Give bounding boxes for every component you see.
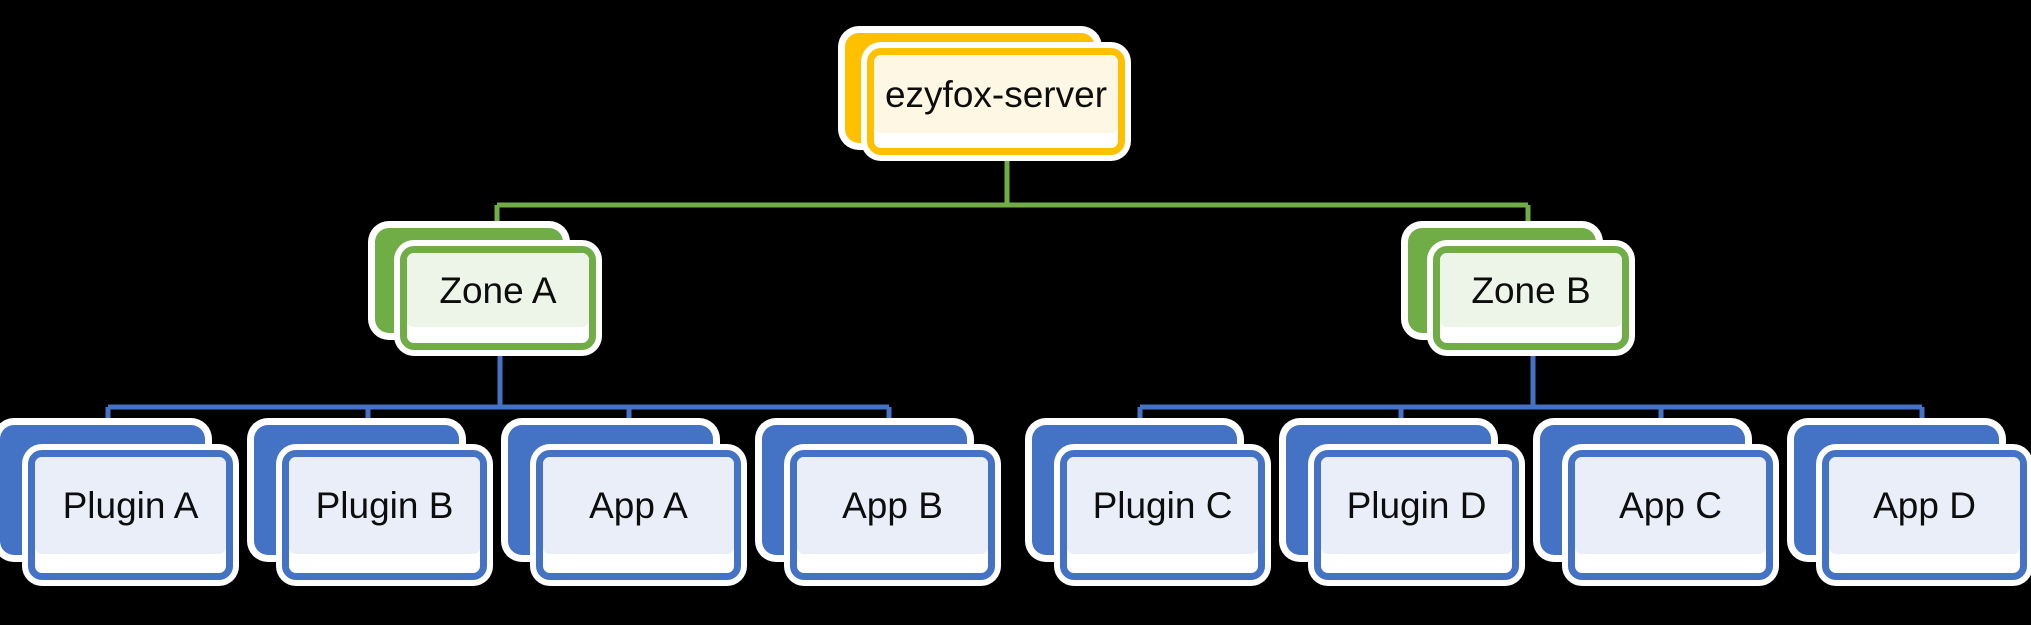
node-app-c[interactable]: App C	[1540, 425, 1790, 590]
card-inner-fill: App D	[1829, 457, 2020, 554]
node-zone-b[interactable]: Zone B	[1408, 228, 1658, 353]
card-inner-fill: Plugin A	[35, 457, 226, 554]
node-label: Plugin D	[1346, 485, 1487, 526]
node-label: Plugin A	[62, 485, 199, 526]
node-plugin-b[interactable]: Plugin B	[254, 425, 504, 590]
node-label: Plugin C	[1092, 485, 1233, 526]
card-front-plate: Zone B	[1433, 246, 1629, 350]
card-front-plate: Plugin C	[1060, 450, 1265, 580]
card-front-plate: Plugin D	[1314, 450, 1519, 580]
node-label: App A	[589, 485, 688, 526]
node-app-a[interactable]: App A	[508, 425, 758, 590]
node-label: ezyfox-server	[884, 73, 1108, 115]
card-inner-fill: ezyfox-server	[874, 55, 1118, 133]
node-app-b[interactable]: App B	[762, 425, 1012, 590]
card-front-plate: Plugin A	[28, 450, 233, 580]
card-front-plate: App A	[536, 450, 741, 580]
card-front-plate: App B	[790, 450, 995, 580]
node-label: Zone B	[1471, 269, 1591, 311]
root-to-zones-connector	[494, 158, 1531, 232]
node-app-d[interactable]: App D	[1794, 425, 2031, 590]
card-front-plate: App D	[1822, 450, 2027, 580]
card-inner-fill: Zone B	[1440, 253, 1622, 327]
card-front-plate: Plugin B	[282, 450, 487, 580]
zoneB-to-leaves-connector	[1137, 353, 1925, 430]
zoneA-to-leaves-connector	[105, 353, 892, 430]
card-inner-fill: App C	[1575, 457, 1766, 554]
node-zone-a[interactable]: Zone A	[375, 228, 625, 353]
node-plugin-a[interactable]: Plugin A	[0, 425, 250, 590]
node-label: App B	[842, 485, 943, 526]
node-plugin-c[interactable]: Plugin C	[1032, 425, 1282, 590]
card-inner-fill: App B	[797, 457, 988, 554]
node-label: App D	[1873, 485, 1976, 526]
card-inner-fill: App A	[543, 457, 734, 554]
node-root-ezyfox-server[interactable]: ezyfox-server	[845, 33, 1170, 158]
card-front-plate: ezyfox-server	[867, 48, 1125, 155]
card-inner-fill: Plugin C	[1067, 457, 1258, 554]
node-label: Plugin B	[315, 485, 454, 526]
card-inner-fill: Zone A	[407, 253, 589, 327]
card-front-plate: App C	[1568, 450, 1773, 580]
card-inner-fill: Plugin B	[289, 457, 480, 554]
node-label: App C	[1619, 485, 1722, 526]
card-front-plate: Zone A	[400, 246, 596, 350]
node-plugin-d[interactable]: Plugin D	[1286, 425, 1536, 590]
node-label: Zone A	[439, 269, 557, 311]
card-inner-fill: Plugin D	[1321, 457, 1512, 554]
